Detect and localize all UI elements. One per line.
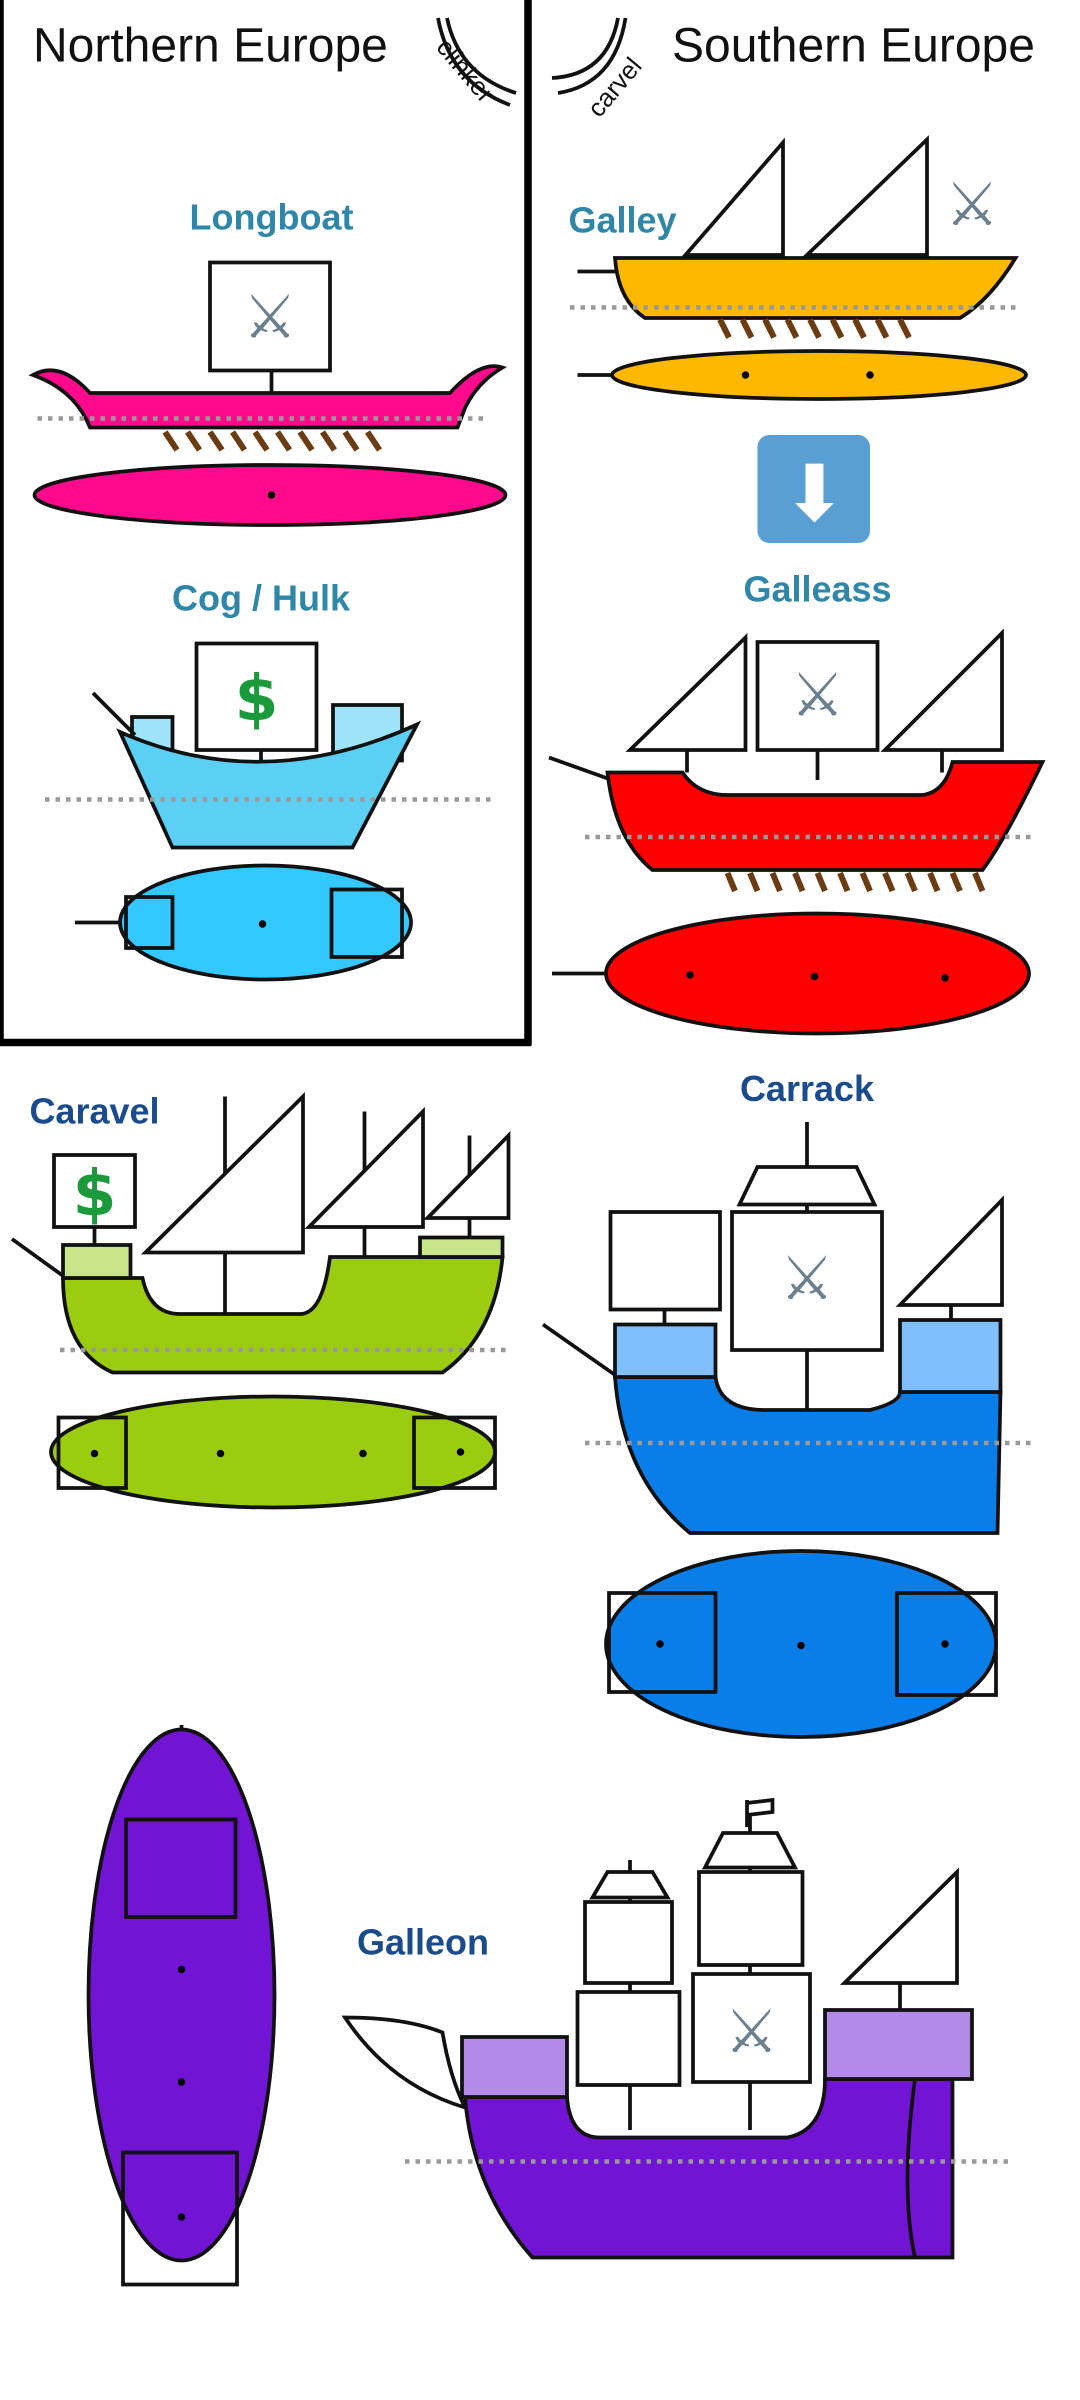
svg-text:⬇: ⬇ bbox=[782, 450, 847, 540]
galleass-title: Galleass bbox=[743, 569, 891, 610]
northern-frame bbox=[0, 0, 532, 1047]
crossed-swords-icon: ⚔ bbox=[945, 170, 999, 240]
cog-hulk: Cog / Hulk $ bbox=[45, 578, 495, 982]
galleon-top-view bbox=[86, 1725, 277, 2287]
carrack-title: Carrack bbox=[740, 1068, 875, 1109]
northern-europe-heading: Northern Europe bbox=[33, 20, 388, 73]
galleon-title: Galleon bbox=[357, 1922, 489, 1963]
crossed-swords-icon: ⚔ bbox=[791, 661, 845, 731]
dollar-icon: $ bbox=[235, 662, 279, 735]
longboat-title: Longboat bbox=[190, 197, 354, 238]
crossed-swords-icon: ⚔ bbox=[243, 283, 297, 353]
caravel-title: Caravel bbox=[29, 1091, 159, 1132]
down-arrow-icon: ⬇ bbox=[757, 435, 870, 543]
crossed-swords-icon: ⚔ bbox=[780, 1244, 834, 1314]
dollar-icon: $ bbox=[73, 1157, 117, 1230]
galley: Galley ⚔ bbox=[568, 135, 1028, 401]
clinker-hull-icon: clinker bbox=[431, 17, 517, 109]
carvel-hull-icon: carvel bbox=[551, 17, 648, 123]
carrack: Carrack ⚔ bbox=[541, 1068, 1035, 1739]
southern-europe-heading: Southern Europe bbox=[672, 20, 1035, 73]
svg-text:clinker: clinker bbox=[431, 34, 500, 109]
crossed-swords-icon: ⚔ bbox=[725, 1997, 779, 2067]
galleon: Galleon ⚔ bbox=[341, 1797, 1013, 2260]
cog-title: Cog / Hulk bbox=[172, 578, 351, 619]
longboat: Longboat ⚔ bbox=[28, 197, 508, 527]
caravel: Caravel $ bbox=[10, 1091, 511, 1510]
galleass: Galleass ⚔ bbox=[548, 569, 1046, 1036]
galley-title: Galley bbox=[568, 200, 676, 241]
